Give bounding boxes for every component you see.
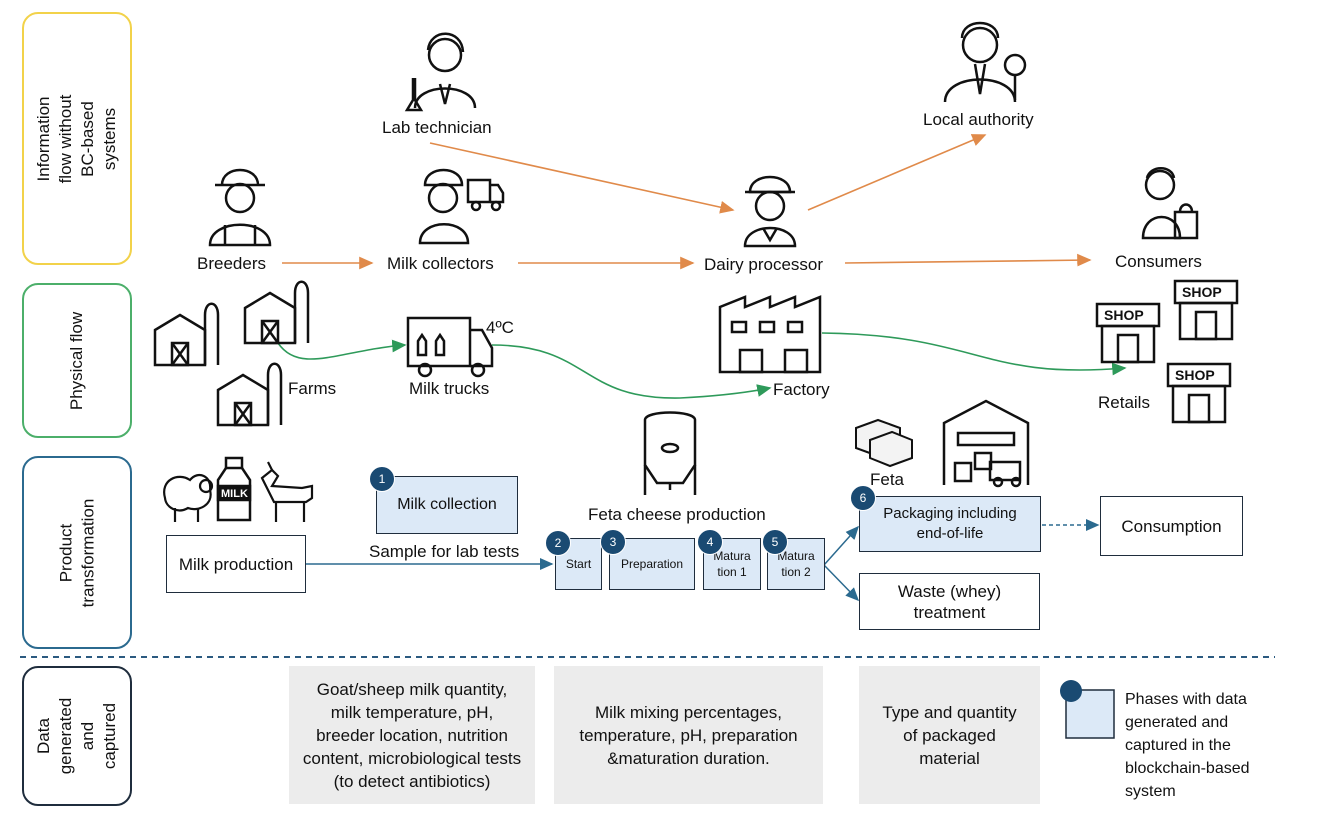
dairy-processor-label: Dairy processor: [704, 255, 824, 274]
lane-information-flow: Information flow without BC-based system…: [22, 12, 132, 265]
phase-maturation1-box: Matura tion 1: [703, 538, 761, 590]
goat-icon: [260, 461, 314, 522]
farm-icon: [216, 362, 283, 427]
milk-collection-box: Milk collection: [376, 476, 518, 534]
shop-icon: [1095, 302, 1161, 364]
consumer-icon: [1141, 167, 1199, 240]
physical-flow-arrows: [277, 332, 1127, 399]
legend-text: Phases with data generated and captured …: [1125, 691, 1250, 800]
factory-icon: [718, 295, 822, 374]
data-box-milk: Goat/sheep milk quantity, milk temperatu…: [289, 666, 535, 804]
local-authority-icon: [943, 21, 1027, 103]
farm-icon: [153, 302, 220, 367]
consumers-label: Consumers: [1115, 252, 1202, 271]
lab-technician-icon: [404, 32, 477, 112]
phase-badge-6: 6: [850, 485, 876, 511]
milk-trucks-label: Milk trucks: [409, 379, 490, 398]
product-flow-arrows: [305, 519, 1100, 602]
lab-technician-label: Lab technician: [382, 118, 492, 137]
breeders-label: Breeders: [197, 254, 266, 273]
farms-label: Farms: [288, 379, 337, 398]
milk-bottle-icon: [216, 456, 252, 522]
phase-badge-5: 5: [762, 529, 788, 555]
shop-icon: [1173, 279, 1239, 341]
farm-icon: [243, 280, 310, 345]
shop-icon: [1166, 362, 1232, 424]
shop-sign: SHOP: [1104, 307, 1144, 323]
feta-icon: [855, 418, 913, 468]
consumption-box: Consumption: [1100, 496, 1243, 556]
feta-label: Feta: [870, 470, 905, 489]
phase-badge-4: 4: [697, 529, 723, 555]
shop-sign: SHOP: [1182, 284, 1222, 300]
phase-badge-2: 2: [545, 530, 571, 556]
data-box-packaging: Type and quantity of packaged material: [859, 666, 1040, 804]
lane-data-captured: Data generated and captured: [22, 666, 132, 806]
retails-label: Retails: [1098, 393, 1150, 412]
packaging-box: Packaging including end-of-life: [859, 496, 1041, 552]
feta-production-label: Feta cheese production: [588, 505, 766, 524]
phase-badge-3: 3: [600, 529, 626, 555]
legend-phase-swatch: [1060, 680, 1115, 739]
shop-sign: SHOP: [1175, 367, 1215, 383]
phase-badge-1: 1: [369, 466, 395, 492]
sample-label: Sample for lab tests: [369, 542, 520, 561]
breeder-icon: [208, 168, 272, 247]
production-tank-icon: [643, 411, 697, 495]
lane-physical-flow: Physical flow: [22, 283, 132, 438]
waste-treatment-box: Waste (whey) treatment: [859, 573, 1040, 630]
temperature-label: 4ºC: [486, 318, 514, 337]
local-authority-label: Local authority: [923, 110, 1034, 129]
dairy-processor-icon: [743, 175, 797, 248]
milk-truck-icon: [406, 316, 494, 378]
milk-production-box: Milk production: [166, 535, 306, 593]
milk-bottle-label: MILK: [221, 488, 248, 500]
warehouse-icon: [942, 399, 1030, 488]
factory-label: Factory: [773, 380, 830, 399]
info-flow-arrows: [282, 134, 1092, 270]
sheep-icon: [163, 473, 214, 522]
lane-product-transformation: Product transformation: [22, 456, 132, 649]
milk-collectors-label: Milk collectors: [387, 254, 494, 273]
data-box-production: Milk mixing percentages, temperature, pH…: [554, 666, 823, 804]
milk-collector-icon: [418, 168, 505, 245]
